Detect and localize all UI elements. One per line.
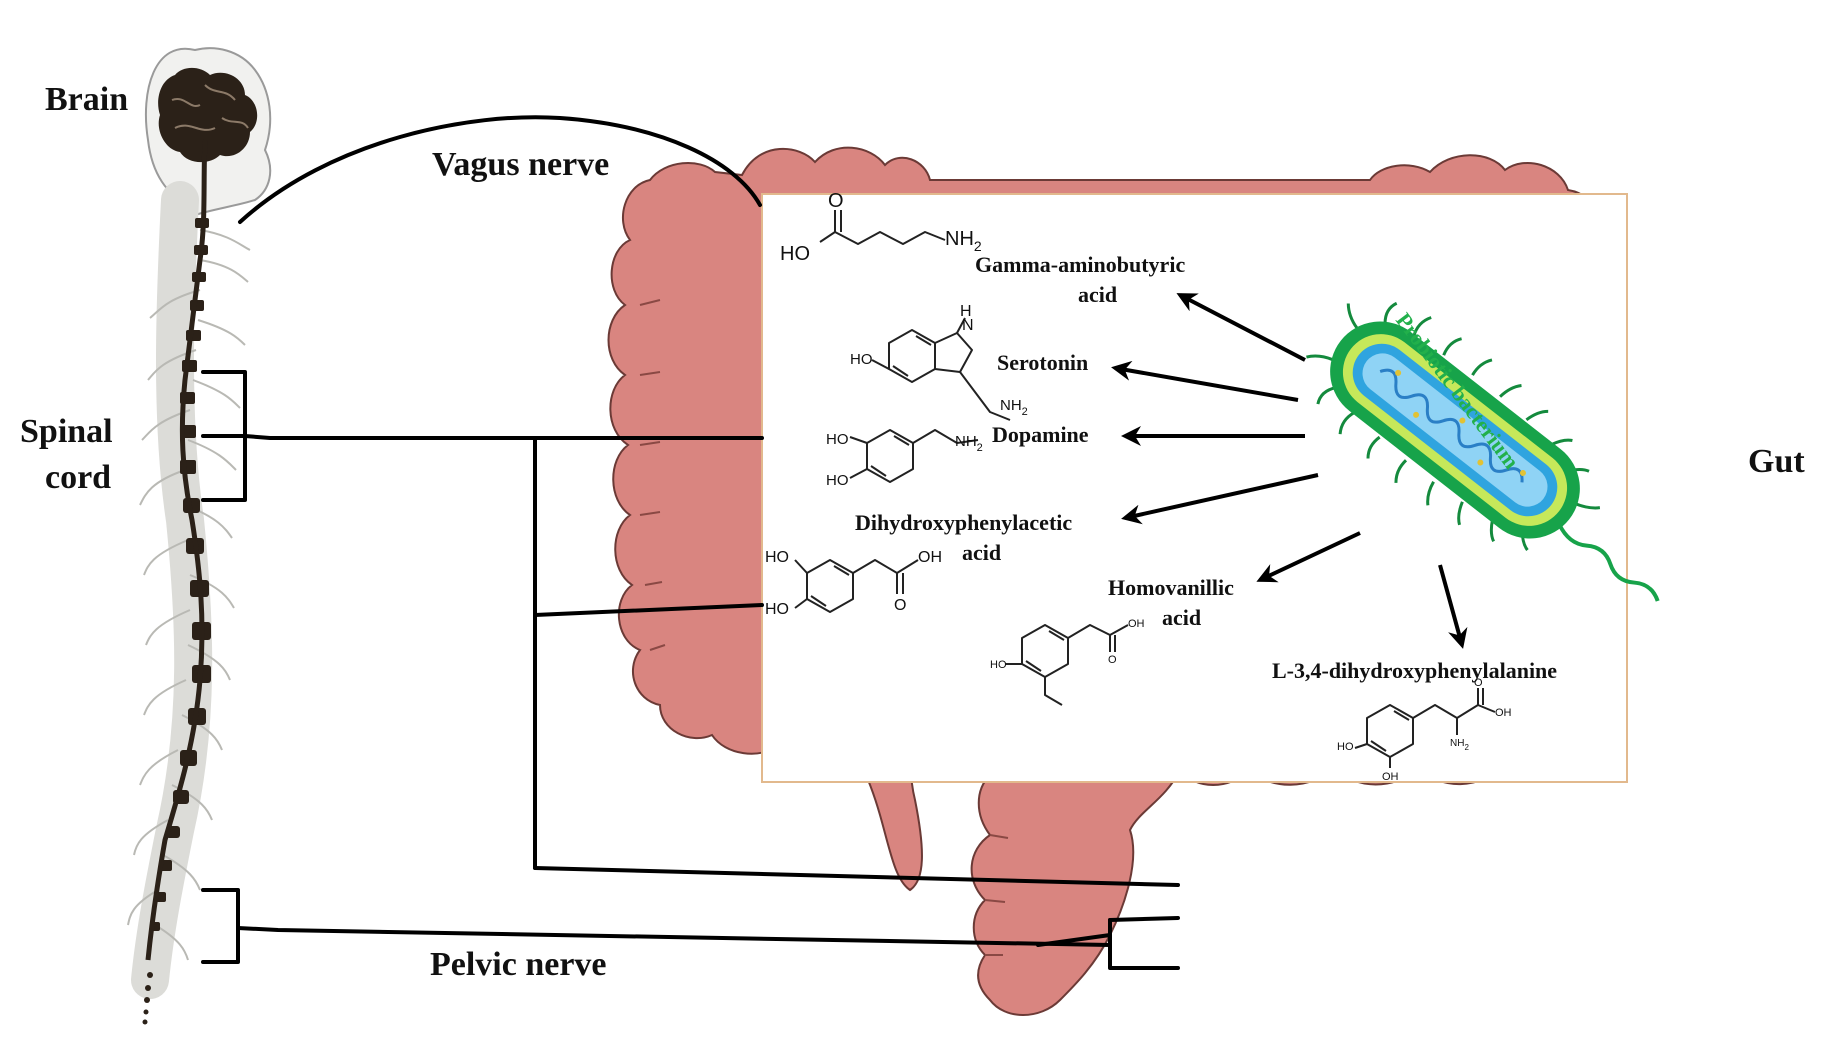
brain-label: Brain	[45, 81, 128, 118]
svg-text:H: H	[960, 303, 972, 320]
svg-text:HO: HO	[990, 659, 1007, 671]
dopamine-label: Dopamine	[992, 422, 1089, 447]
hva-label-line2: acid	[1162, 605, 1201, 630]
vagus-nerve-label: Vagus nerve	[432, 146, 609, 183]
svg-text:NH2: NH2	[945, 228, 982, 254]
svg-text:HO: HO	[765, 601, 789, 618]
svg-text:OH: OH	[1495, 707, 1512, 719]
svg-text:OH: OH	[918, 549, 942, 566]
svg-text:O: O	[1108, 654, 1117, 666]
serotonin-label: Serotonin	[997, 350, 1088, 375]
svg-text:NH2: NH2	[955, 433, 983, 454]
pelvic-nerve-line	[236, 926, 1112, 947]
svg-text:OH: OH	[1128, 618, 1145, 630]
dopac-label-line1: Dihydroxyphenylacetic	[855, 510, 1072, 535]
nerve-connections	[201, 115, 1180, 970]
svg-text:HO: HO	[765, 549, 789, 566]
spinal-cord-label-line1: Spinal	[20, 413, 113, 450]
dopac-structure: HO HO OH O	[765, 549, 942, 618]
dopac-label-line2: acid	[962, 540, 1001, 565]
svg-text:O: O	[1474, 677, 1483, 689]
spinal-cord-label-line2: cord	[45, 459, 111, 496]
svg-text:HO: HO	[826, 472, 849, 489]
pelvic-nerve-label: Pelvic nerve	[430, 946, 607, 983]
svg-text:HO: HO	[826, 431, 849, 448]
svg-text:HO: HO	[1337, 741, 1354, 753]
hva-label-line1: Homovanillic	[1108, 575, 1234, 600]
production-arrows	[1111, 293, 1468, 649]
brain-icon	[158, 67, 258, 163]
svg-text:OH: OH	[1382, 771, 1399, 783]
central-nervous-system	[127, 47, 272, 1025]
gut-label: Gut	[1748, 443, 1805, 480]
ldopa-label: L-3,4-dihydroxyphenylalanine	[1272, 658, 1557, 683]
hva-structure: HO OH O	[990, 618, 1145, 706]
gaba-label-line2: acid	[1078, 282, 1117, 307]
svg-text:HO: HO	[780, 243, 810, 265]
gaba-label-line1: Gamma-aminobutyric	[975, 252, 1185, 277]
dopamine-structure: HO HO NH2	[826, 429, 983, 489]
vagus-nerve-line	[238, 115, 762, 224]
probiotic-bacterium-icon	[1306, 301, 1660, 602]
svg-text:NH2: NH2	[1000, 397, 1028, 418]
gaba-structure: O HO NH2	[780, 190, 982, 265]
svg-text:NH2: NH2	[1450, 738, 1469, 752]
serotonin-structure: H N HO NH2	[850, 303, 1028, 421]
svg-text:N: N	[962, 317, 974, 334]
svg-text:O: O	[828, 190, 844, 212]
ldopa-structure: O OH HO OH NH2	[1337, 677, 1512, 783]
svg-text:O: O	[894, 597, 906, 614]
svg-text:HO: HO	[850, 351, 873, 368]
